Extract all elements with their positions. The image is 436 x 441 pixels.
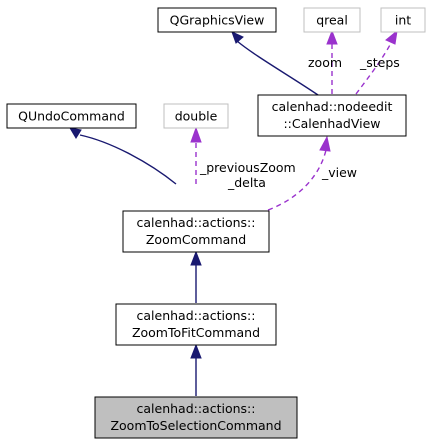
node-calenhadview-label-line1: calenhad::nodeedit bbox=[272, 99, 393, 114]
node-zoomtoselectioncommand-label-line1: calenhad::actions:: bbox=[137, 401, 256, 416]
node-qgraphicsview-label: QGraphicsView bbox=[170, 13, 265, 28]
node-double-label: double bbox=[175, 109, 218, 124]
edge-label-view: _view bbox=[321, 165, 357, 180]
node-qundocommand-label: QUndoCommand bbox=[18, 109, 125, 124]
node-zoomtoselectioncommand-label-line2: ZoomToSelectionCommand bbox=[110, 418, 281, 433]
node-zoomtofitcommand[interactable]: calenhad::actions:: ZoomToFitCommand bbox=[115, 303, 277, 346]
edge-calenhadview-inherits-qgraphicsview bbox=[231, 31, 319, 96]
node-zoomcommand[interactable]: calenhad::actions:: ZoomCommand bbox=[122, 210, 270, 253]
edge-zoomcommand-inherits-qundocommand bbox=[69, 127, 177, 185]
edge-calenhadview-uses-qreal bbox=[326, 29, 338, 94]
node-qreal-label: qreal bbox=[316, 13, 348, 28]
edge-calenhadview-uses-int bbox=[355, 29, 398, 95]
edge-zoomtoselection-inherits-zoomtofit bbox=[190, 343, 202, 396]
node-zoomtofitcommand-label-line2: ZoomToFitCommand bbox=[132, 325, 260, 340]
node-qgraphicsview[interactable]: QGraphicsView bbox=[157, 7, 277, 33]
node-int-label: int bbox=[395, 13, 411, 28]
node-zoomtofitcommand-label-line1: calenhad::actions:: bbox=[137, 308, 256, 323]
node-zoomcommand-label-line2: ZoomCommand bbox=[146, 232, 246, 247]
edge-label-delta: _delta bbox=[227, 175, 266, 190]
node-calenhadview-label-line2: ::CalenhadView bbox=[283, 116, 380, 131]
node-calenhadview[interactable]: calenhad::nodeedit ::CalenhadView bbox=[257, 94, 407, 137]
node-zoomtoselectioncommand[interactable]: calenhad::actions:: ZoomToSelectionComma… bbox=[94, 396, 298, 439]
edge-zoomcommand-uses-double bbox=[190, 126, 202, 184]
edge-label-zoom: zoom bbox=[308, 55, 342, 70]
edge-label-previous-zoom: _previousZoom bbox=[199, 160, 296, 175]
node-qreal[interactable]: qreal bbox=[303, 7, 361, 33]
node-zoomcommand-label-line1: calenhad::actions:: bbox=[137, 215, 256, 230]
edge-zoomtofit-inherits-zoomcommand bbox=[190, 250, 202, 303]
edge-zoomcommand-uses-calenhadview bbox=[267, 135, 331, 211]
node-double[interactable]: double bbox=[163, 103, 229, 129]
node-int[interactable]: int bbox=[380, 7, 426, 33]
node-qundocommand[interactable]: QUndoCommand bbox=[6, 103, 137, 129]
edge-label-steps: _steps bbox=[359, 55, 400, 70]
